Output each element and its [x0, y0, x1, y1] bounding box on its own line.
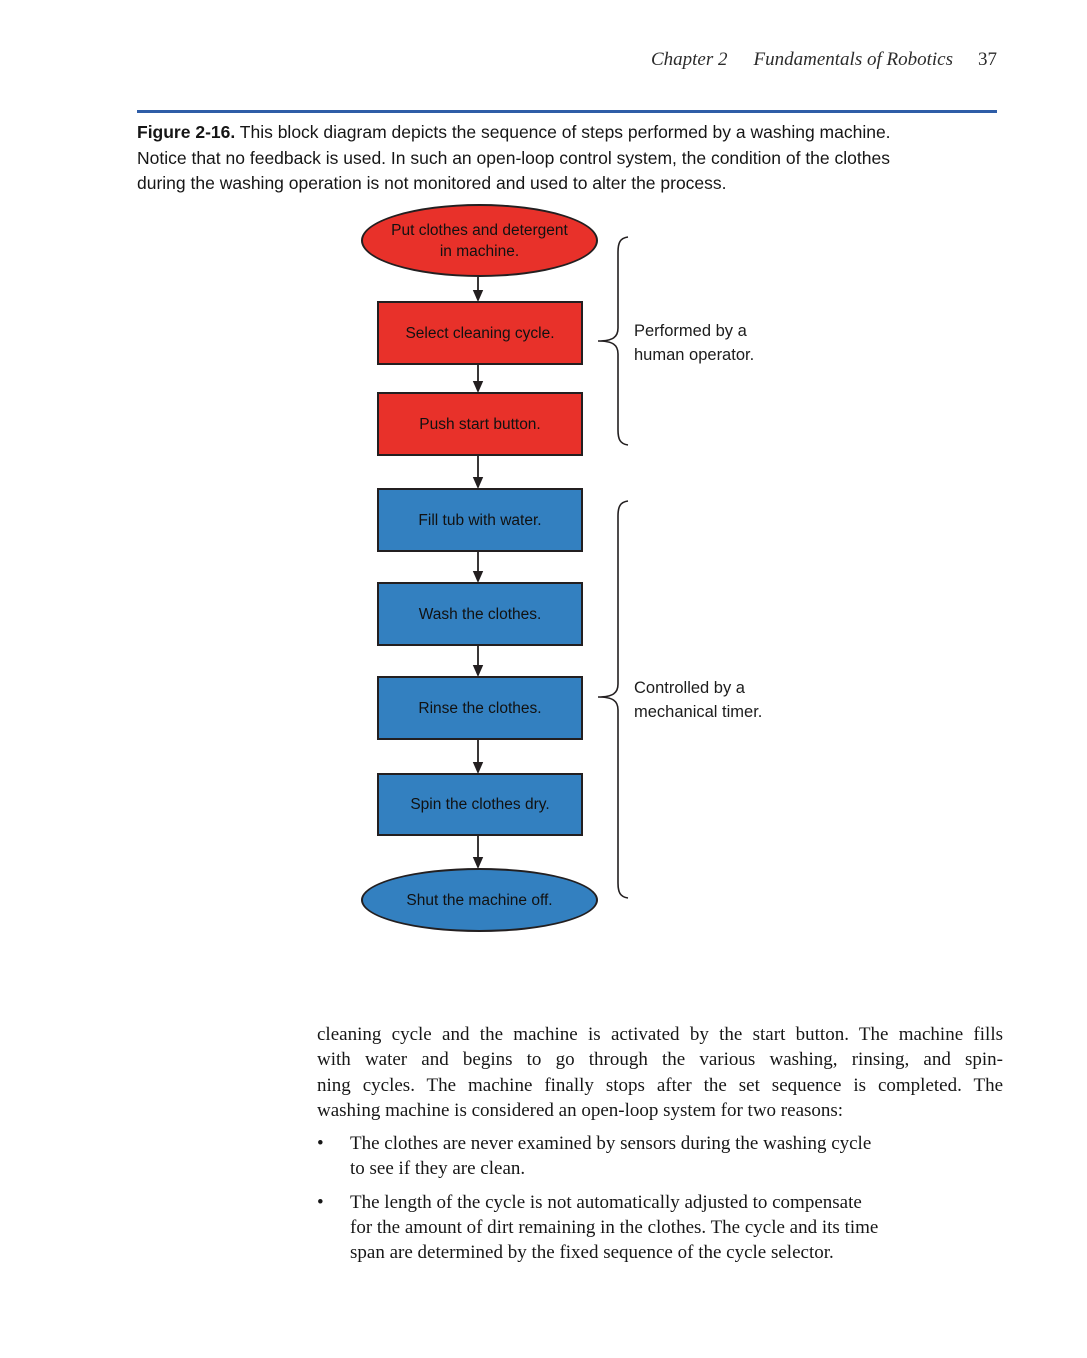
figure-caption: Figure 2-16. This block diagram depicts …	[137, 120, 972, 197]
running-header: Chapter 2 Fundamentals of Robotics 37	[651, 49, 997, 71]
arrow-down-icon	[472, 456, 484, 489]
brace-human-operator	[597, 236, 629, 446]
paragraph-line: washing machine is considered an open-lo…	[317, 1099, 844, 1121]
node-fill-tub: Fill tub with water.	[377, 488, 583, 552]
brace-label-line: Performed by a	[634, 322, 747, 340]
brace-label-line: mechanical timer.	[634, 702, 763, 721]
divider-rule	[137, 110, 997, 113]
caption-text: This block diagram depicts the sequence …	[239, 122, 891, 142]
paragraph-line: with water and begins to go through the …	[317, 1049, 1003, 1071]
arrow-down-icon	[472, 836, 484, 869]
page-number: 37	[978, 49, 997, 70]
label-performed-by-human: Performed by a human operator.	[634, 320, 754, 367]
bullet-icon: •	[317, 1191, 324, 1213]
caption-line: Figure 2-16. This block diagram depicts …	[137, 120, 972, 146]
node-spin-dry: Spin the clothes dry.	[377, 773, 583, 836]
paragraph-line: ning cycles. The machine finally stops a…	[317, 1074, 1003, 1096]
arrow-down-icon	[472, 365, 484, 393]
arrow-down-icon	[472, 277, 484, 302]
bullet-text: The length of the cycle is not automatic…	[350, 1190, 1003, 1266]
paragraph-line: cleaning cycle and the machine is activa…	[317, 1024, 1003, 1045]
bullet-line: to see if they are clean.	[350, 1158, 526, 1180]
bullet-line: for the amount of dirt remaining in the …	[350, 1217, 879, 1239]
node-shut-off: Shut the machine off.	[361, 868, 598, 932]
arrow-down-icon	[472, 646, 484, 677]
bullet-item: • The length of the cycle is not automat…	[317, 1190, 1003, 1266]
bullet-item: • The clothes are never examined by sens…	[317, 1131, 1003, 1182]
arrow-down-icon	[472, 740, 484, 774]
arrow-down-icon	[472, 552, 484, 583]
node-put-clothes: Put clothes and detergent in machine.	[361, 204, 598, 277]
node-rinse-clothes: Rinse the clothes.	[377, 676, 583, 740]
caption-line: Notice that no feedback is used. In such…	[137, 147, 890, 168]
caption-line: during the washing operation is not moni…	[137, 173, 727, 193]
chapter-label: Chapter 2	[650, 49, 728, 70]
node-wash-clothes: Wash the clothes.	[377, 582, 583, 646]
node-push-start: Push start button.	[377, 392, 583, 456]
bullet-icon: •	[317, 1133, 324, 1155]
figure-label: Figure 2-16.	[137, 122, 236, 142]
bullet-line: The clothes are never examined by sensor…	[350, 1133, 872, 1155]
brace-label-line: human operator.	[634, 345, 755, 364]
body-text: cleaning cycle and the machine is activa…	[317, 1022, 1003, 1266]
label-controlled-by-timer: Controlled by a mechanical timer.	[634, 677, 762, 724]
bullet-text: The clothes are never examined by sensor…	[350, 1131, 1003, 1182]
book-title: Fundamentals of Robotics	[753, 49, 953, 70]
group-braces	[597, 236, 629, 899]
bullet-line: span are determined by the fixed sequenc…	[350, 1242, 834, 1264]
bullet-line: The length of the cycle is not automatic…	[350, 1191, 862, 1213]
brace-label-line: Controlled by a	[634, 679, 745, 697]
brace-mechanical-timer	[597, 500, 629, 899]
node-select-cycle: Select cleaning cycle.	[377, 301, 583, 365]
